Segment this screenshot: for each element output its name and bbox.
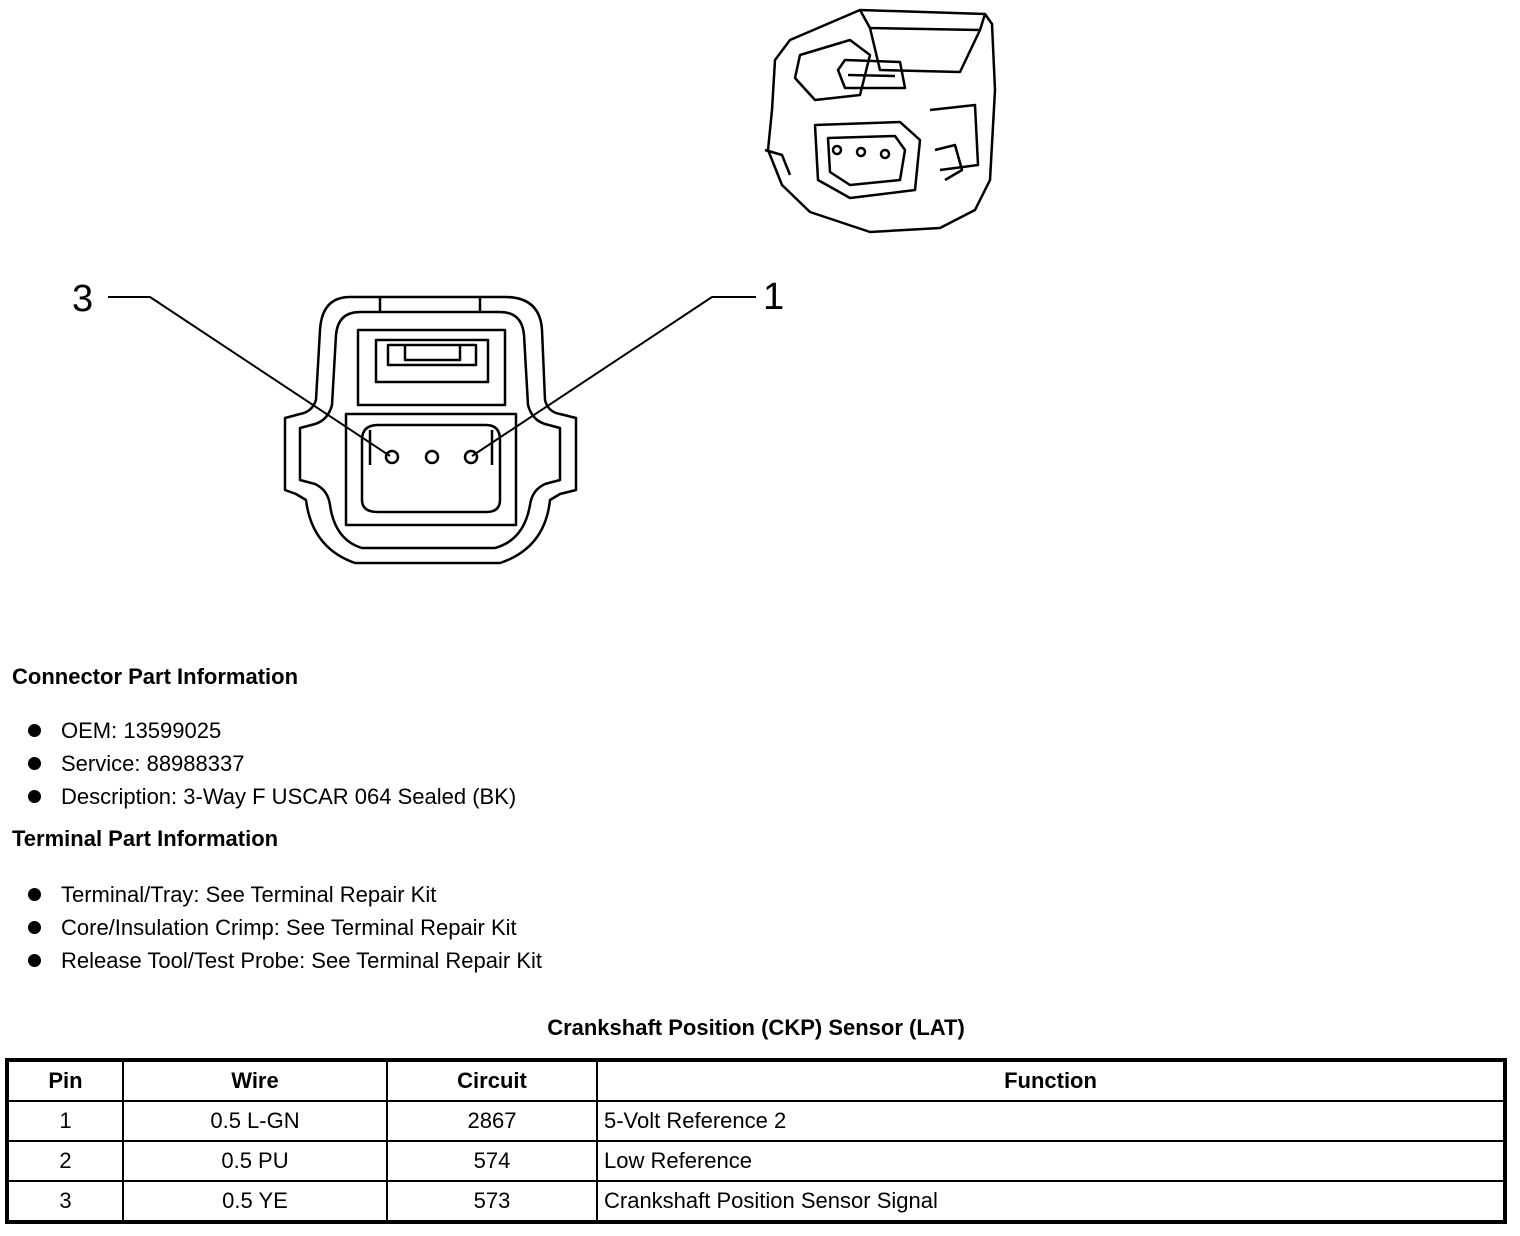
cell-wire: 0.5 YE — [122, 1180, 388, 1223]
bullet-icon — [28, 790, 41, 803]
cell-wire: 0.5 L-GN — [122, 1100, 388, 1142]
terminal-info-list: Terminal/Tray: See Terminal Repair Kit C… — [28, 878, 542, 977]
column-header-circuit: Circuit — [386, 1059, 598, 1102]
connector-isometric-view — [764, 8, 997, 234]
connector-front-view — [283, 295, 578, 565]
table-row: 1 0.5 L-GN 2867 5-Volt Reference 2 — [6, 1100, 1506, 1142]
column-header-pin: Pin — [6, 1059, 124, 1102]
cell-circuit: 2867 — [386, 1100, 598, 1142]
list-item-text: Service: 88988337 — [61, 751, 245, 776]
pin-table: Pin Wire Circuit Function 1 0.5 L-GN 286… — [5, 1058, 1507, 1224]
bullet-icon — [28, 757, 41, 770]
connector-diagram — [108, 8, 997, 565]
cell-pin: 3 — [6, 1180, 124, 1223]
cell-circuit: 573 — [386, 1180, 598, 1223]
table-header-row: Pin Wire Circuit Function — [6, 1059, 1506, 1102]
cell-function: Crankshaft Position Sensor Signal — [596, 1180, 1506, 1223]
bullet-icon — [28, 724, 41, 737]
callout-leader-1 — [471, 296, 756, 457]
list-item-text: Release Tool/Test Probe: See Terminal Re… — [61, 948, 542, 973]
terminal-info-heading: Terminal Part Information — [12, 826, 279, 851]
bullet-icon — [28, 921, 41, 934]
table-title: Crankshaft Position (CKP) Sensor (LAT) — [547, 1015, 965, 1040]
list-item-text: Core/Insulation Crimp: See Terminal Repa… — [61, 915, 517, 940]
connector-info-list: OEM: 13599025 Service: 88988337 Descript… — [28, 714, 516, 813]
callout-leader-3 — [108, 296, 391, 457]
callout-label-3: 3 — [72, 278, 94, 320]
cell-pin: 2 — [6, 1140, 124, 1182]
list-item-text: Description: 3-Way F USCAR 064 Sealed (B… — [61, 784, 517, 809]
list-item: Description: 3-Way F USCAR 064 Sealed (B… — [28, 780, 516, 813]
cell-function: Low Reference — [596, 1140, 1506, 1182]
cell-pin: 1 — [6, 1100, 124, 1142]
list-item: Core/Insulation Crimp: See Terminal Repa… — [28, 911, 542, 944]
cell-circuit: 574 — [386, 1140, 598, 1182]
column-header-function: Function — [596, 1059, 1506, 1102]
list-item: Terminal/Tray: See Terminal Repair Kit — [28, 878, 542, 911]
callout-label-1: 1 — [763, 276, 785, 318]
callout-leaders — [108, 296, 756, 457]
connector-info-heading: Connector Part Information — [12, 664, 299, 689]
cell-function: 5-Volt Reference 2 — [596, 1100, 1506, 1142]
list-item-text: Terminal/Tray: See Terminal Repair Kit — [61, 882, 437, 907]
table-row: 3 0.5 YE 573 Crankshaft Position Sensor … — [6, 1180, 1506, 1223]
list-item-text: OEM: 13599025 — [61, 718, 222, 743]
table-row: 2 0.5 PU 574 Low Reference — [6, 1140, 1506, 1182]
list-item: Service: 88988337 — [28, 747, 516, 780]
bullet-icon — [28, 954, 41, 967]
bullet-icon — [28, 888, 41, 901]
column-header-wire: Wire — [122, 1059, 388, 1102]
list-item: OEM: 13599025 — [28, 714, 516, 747]
list-item: Release Tool/Test Probe: See Terminal Re… — [28, 944, 542, 977]
cell-wire: 0.5 PU — [122, 1140, 388, 1182]
